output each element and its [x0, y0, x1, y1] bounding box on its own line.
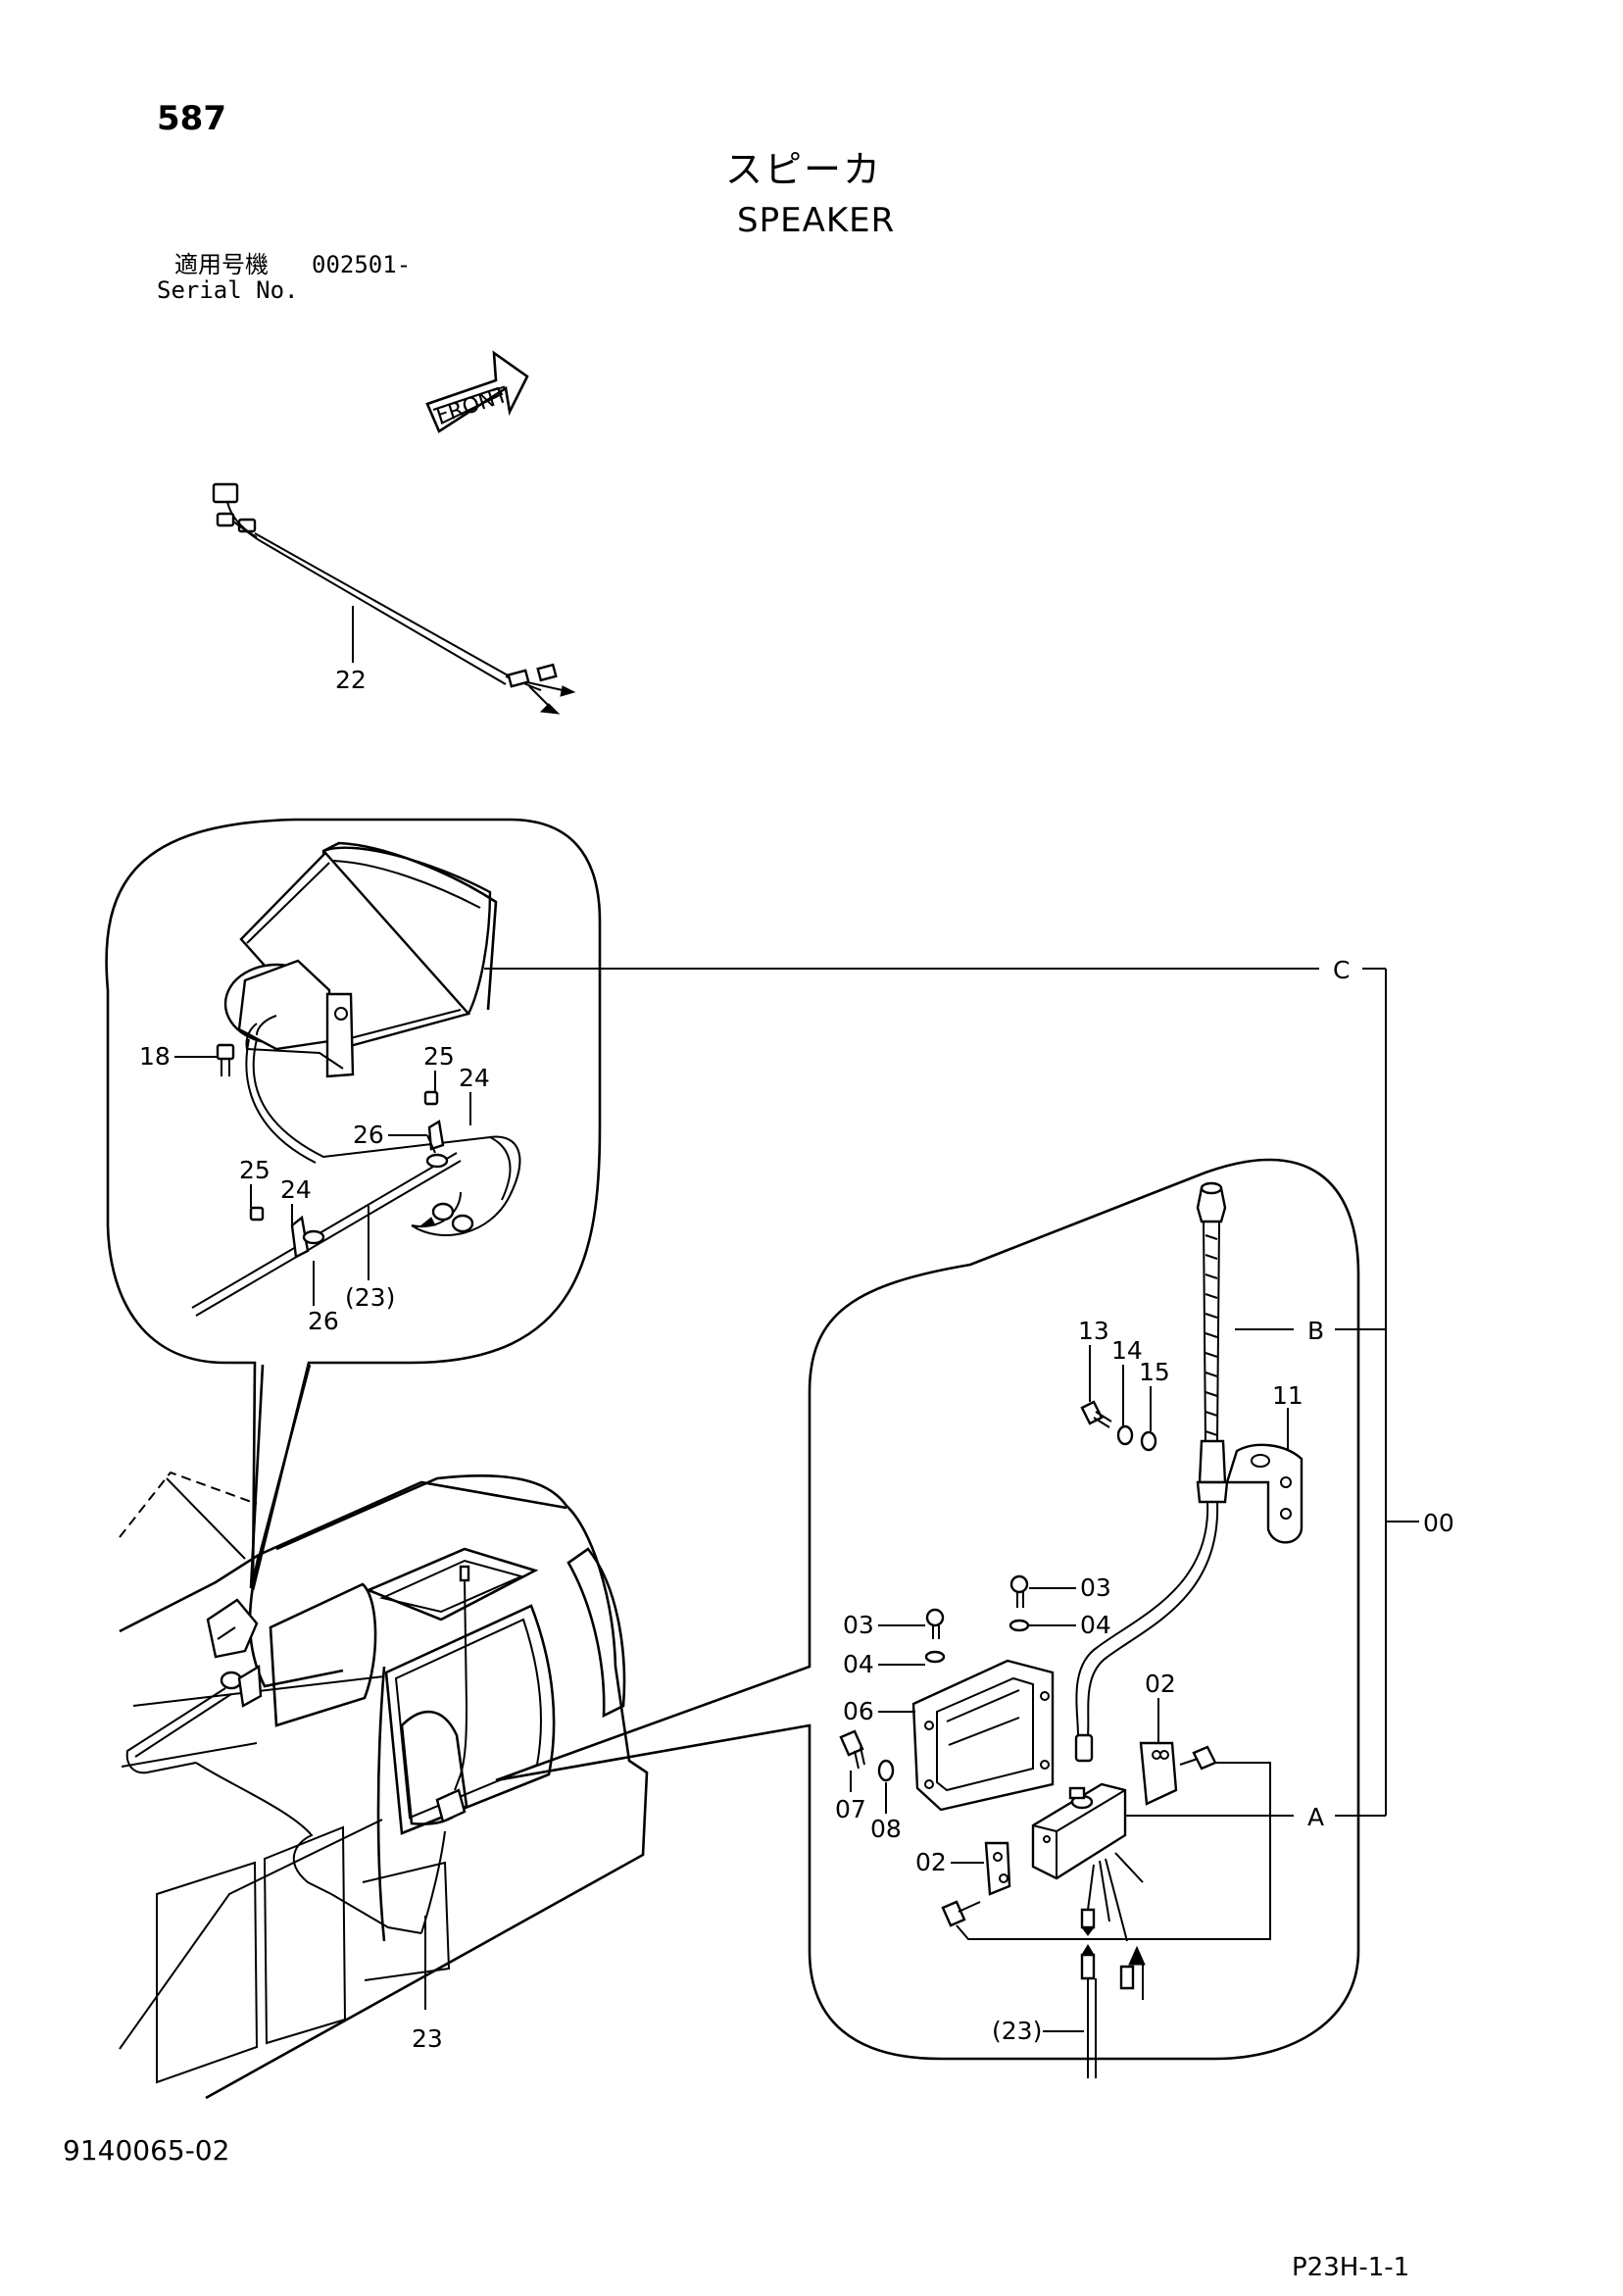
callout-04-right: 04: [1080, 1611, 1111, 1639]
brackets-02: 02 02: [915, 1670, 1271, 1940]
detail-bubble-speaker: [105, 818, 602, 1591]
callout-11: 11: [1272, 1381, 1303, 1410]
callout-06: 06: [843, 1697, 874, 1725]
assembly-reference-lines: C B A 00: [484, 956, 1454, 1831]
callout-07: 07: [835, 1795, 866, 1823]
callout-B: B: [1307, 1317, 1324, 1345]
callout-25-lower: 25: [239, 1156, 270, 1184]
cab-speaker-and-harness: 23: [125, 1565, 470, 2053]
bolt-washer-07-08: 07 08: [835, 1729, 902, 1843]
serial-number-value: 002501-: [312, 251, 412, 278]
callout-02-lower: 02: [915, 1848, 947, 1876]
speaker-horn: [223, 841, 498, 1078]
callout-00: 00: [1423, 1509, 1454, 1537]
bubble-callouts: 18 25 24 26 25 24 26 (23): [139, 1042, 490, 1335]
callout-18: 18: [139, 1042, 171, 1071]
front-direction-arrow: FRONT: [425, 350, 529, 433]
harness-23-connector: (23): [992, 1944, 1146, 2078]
mounting-bracket-06: 06: [843, 1659, 1055, 1812]
screw-set-03-04: 03 04 03 04: [843, 1573, 1111, 1678]
bolt-washer-set-13-15: 13 14 15: [1078, 1317, 1170, 1452]
callout-23-bubble: (23): [345, 1283, 395, 1312]
callout-23-cab: 23: [412, 2024, 443, 2053]
page-number: 587: [157, 99, 226, 138]
excavator-cab: [119, 1471, 649, 2100]
bracket-11: 11: [1225, 1381, 1303, 1544]
wire-harness-22: 22: [212, 482, 576, 715]
speaker-cable-loop: [191, 1038, 521, 1317]
front-label: FRONT: [433, 383, 512, 429]
page-title: SPEAKER: [737, 201, 896, 240]
serial-label-japanese: 適用号機: [174, 251, 269, 278]
callout-25-upper: 25: [423, 1042, 455, 1071]
callout-24-upper: 24: [459, 1064, 490, 1092]
callout-02-upper: 02: [1145, 1670, 1176, 1698]
callout-C: C: [1333, 956, 1350, 984]
page-title-japanese: スピーカ: [725, 148, 883, 191]
callout-23-lower-bubble: (23): [992, 2017, 1042, 2045]
detail-bubble-amplifier: [495, 1158, 1360, 2061]
callout-22: 22: [335, 666, 367, 694]
microphone-gooseneck: [1074, 1181, 1229, 1763]
callout-15: 15: [1139, 1358, 1170, 1386]
callout-26-upper: 26: [353, 1121, 384, 1149]
callout-04-left: 04: [843, 1650, 874, 1678]
amplifier-unit: [1031, 1782, 1144, 1942]
callout-26-lower: 26: [308, 1307, 339, 1335]
callout-13: 13: [1078, 1317, 1109, 1345]
callout-03-left: 03: [843, 1611, 874, 1639]
serial-label: Serial No.: [157, 276, 299, 304]
callout-A: A: [1307, 1803, 1324, 1831]
callout-14: 14: [1111, 1336, 1143, 1365]
callout-03-right: 03: [1080, 1573, 1111, 1602]
page-code: P23H-1-1: [1292, 2253, 1410, 2282]
document-number: 9140065-02: [63, 2134, 230, 2167]
callout-08: 08: [870, 1815, 902, 1843]
callout-24-lower: 24: [280, 1175, 312, 1204]
